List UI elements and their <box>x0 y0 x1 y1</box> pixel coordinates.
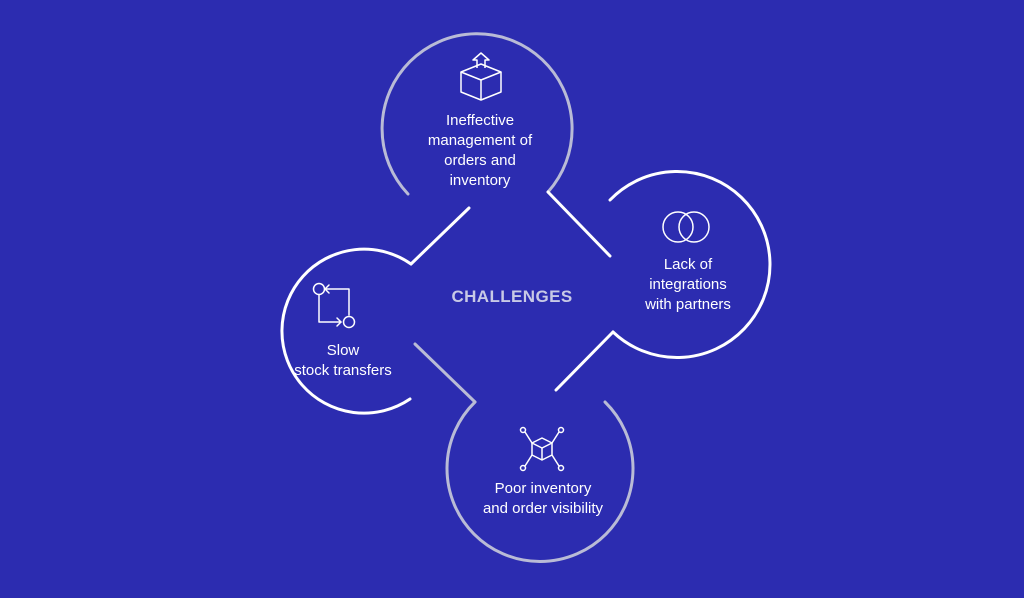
left-circle-outline <box>280 247 413 415</box>
node-label-left: Slow stock transfers <box>294 342 392 379</box>
connector-top-left <box>409 206 471 266</box>
transfer-flow-icon <box>312 282 356 329</box>
box-upload-icon <box>460 52 502 101</box>
connector-top-right <box>546 190 612 258</box>
cube-network-icon <box>519 426 565 472</box>
bottom-circle-outline <box>445 400 635 563</box>
node-label-top: Ineffective management of orders and inv… <box>427 112 533 189</box>
connector-right-bottom <box>554 330 615 392</box>
linked-circles-icon <box>662 211 710 243</box>
connector-left-bottom <box>413 342 477 404</box>
right-circle-outline <box>608 170 772 360</box>
top-circle-outline <box>380 32 574 196</box>
node-label-right: Lack of integrations with partners <box>645 256 731 313</box>
node-label-bottom: Poor inventory and order visibility <box>482 480 604 517</box>
center-title: CHALLENGES <box>451 287 573 306</box>
